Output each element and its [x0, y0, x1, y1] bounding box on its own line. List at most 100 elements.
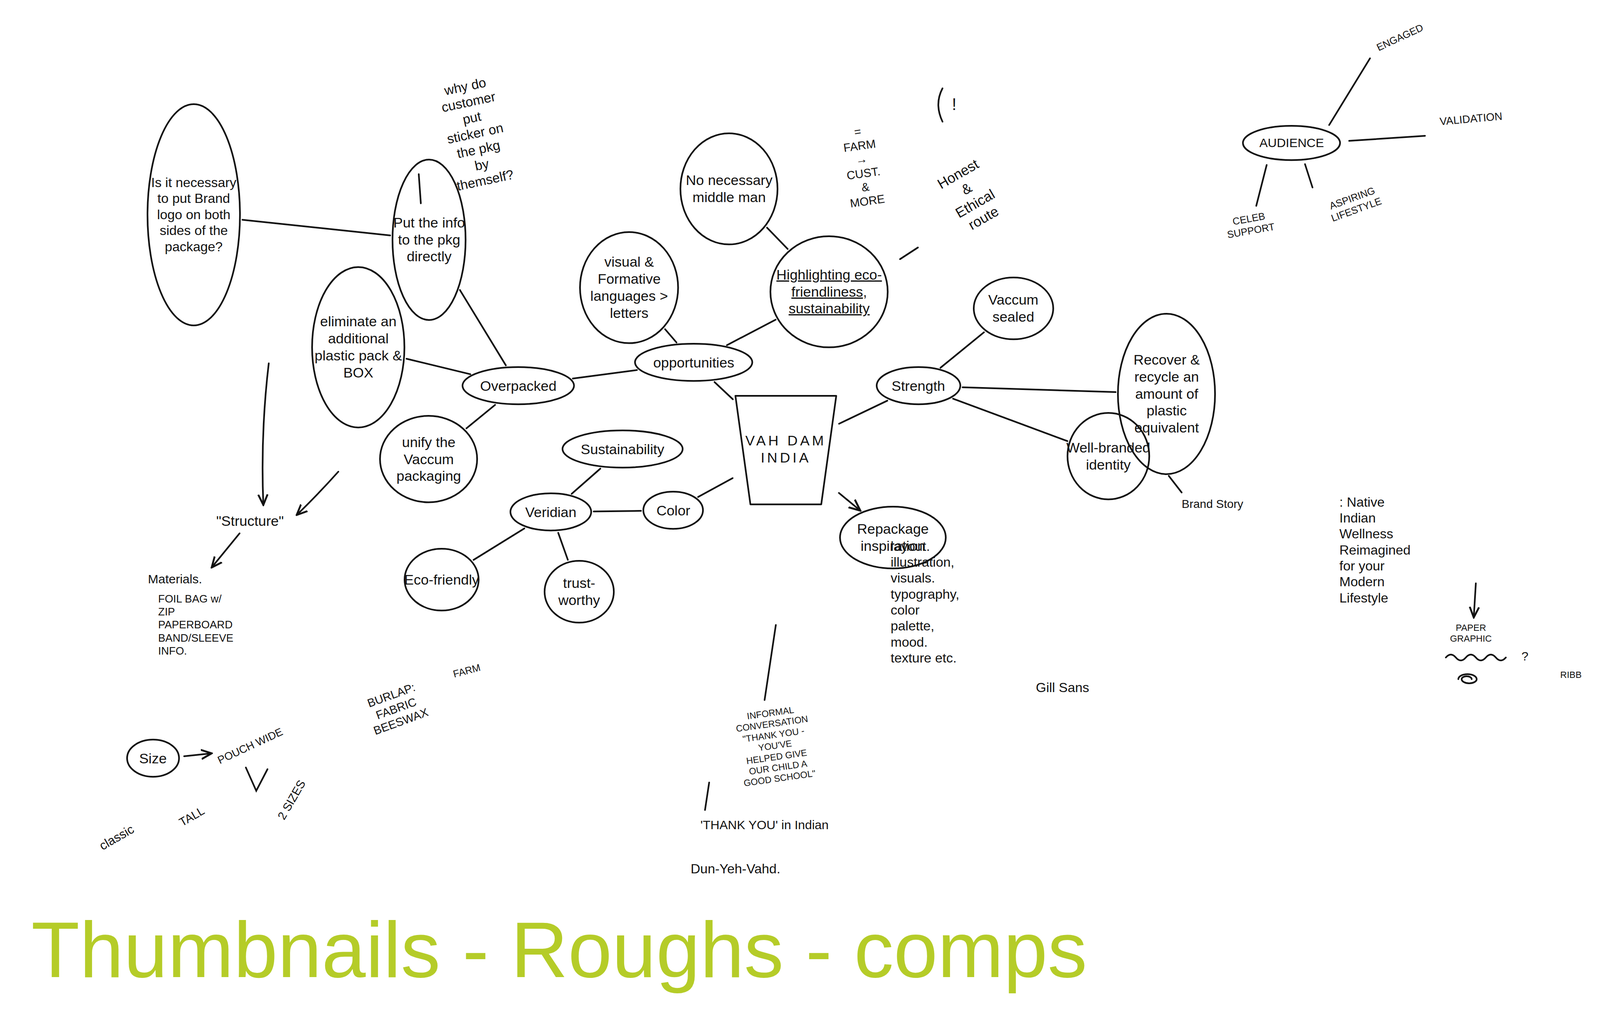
leader-line: [418, 174, 421, 204]
idea-ellipse: Is it necessary to put Brand logo on bot…: [146, 102, 242, 327]
idea-ellipse: Well-branded identity: [1066, 411, 1151, 501]
connector: [571, 468, 601, 495]
note-text: ENGAGED: [1375, 21, 1426, 54]
connector: [952, 398, 1068, 442]
connector: [242, 219, 391, 236]
ellipse-outline: [680, 133, 778, 245]
node-text: visual & Formative languages > letters: [578, 253, 680, 322]
node-text: Sustainability: [580, 440, 665, 458]
note-text: Gill Sans: [1035, 679, 1090, 696]
node-text: Veridian: [525, 503, 577, 521]
ellipse-outline: [1242, 125, 1340, 160]
leader-line: [1256, 165, 1267, 206]
node-text: VAH DAM INDIA: [744, 432, 828, 467]
note-text: CELEB SUPPORT: [1224, 208, 1276, 241]
ellipse-outline: [580, 232, 678, 344]
ellipse-outline: [562, 430, 683, 468]
note-text: Honest & Ethical route: [934, 155, 1008, 237]
note-text: TALL: [176, 803, 207, 830]
arrow-line: [211, 533, 240, 568]
note-text: POUCH WIDE: [215, 725, 285, 767]
note-text: 'THANK YOU' in Indian: [700, 817, 829, 833]
ellipse-outline: [1067, 412, 1150, 500]
leader-line: [1168, 475, 1182, 493]
note-text: Materials.: [147, 571, 203, 587]
bracket-arc: [938, 88, 943, 122]
node-text: Eco-friendly: [404, 571, 480, 589]
leader-line: [900, 247, 918, 260]
note-text: BURLAP: FABRIC BEESWAX: [361, 678, 430, 738]
connector: [593, 510, 642, 512]
node-text: opportunities: [653, 354, 735, 372]
connector: [558, 532, 568, 560]
idea-ellipse: Eco-friendly: [403, 547, 480, 612]
node-text: Is it necessary to put Brand logo on bot…: [146, 174, 242, 255]
connector: [838, 492, 860, 511]
idea-ellipse: trust-worthy: [543, 559, 615, 624]
connector: [839, 400, 888, 424]
ellipse-outline: [635, 343, 753, 381]
node-text: Color: [656, 502, 690, 520]
note-text: Dun-Yeh-Vahd.: [690, 860, 781, 877]
ellipse-outline: [404, 548, 479, 611]
note-text: ASPIRING LIFESTYLE: [1325, 183, 1383, 225]
leader-line: [1329, 58, 1370, 125]
connector: [727, 319, 776, 345]
connector: [940, 332, 984, 368]
note-text: "Structure": [216, 512, 284, 530]
note-text: Brand Story: [1181, 497, 1244, 512]
idea-ellipse: Put the info to the pkg directly: [391, 158, 467, 322]
note-text: VALIDATION: [1438, 109, 1503, 128]
node-text: Highlighting eco-friendliness, sustainab…: [769, 266, 889, 318]
idea-ellipse: visual & Formative languages > letters: [578, 230, 680, 345]
note-text: : Native Indian Wellness Reimagined for …: [1339, 494, 1411, 607]
node-text: Vaccum sealed: [972, 291, 1055, 326]
note-text: RIBB: [1560, 669, 1582, 681]
brand-cup: VAH DAM INDIA: [733, 392, 838, 506]
page-title: Thumbnails - Roughs - comps: [31, 902, 1088, 998]
connector: [572, 370, 638, 379]
idea-ellipse: No necessary middle man: [679, 132, 779, 246]
idea-ellipse: Size: [125, 738, 181, 778]
arrow-line: [262, 363, 269, 505]
ellipse-outline: [973, 277, 1054, 340]
ellipse-outline: [510, 493, 592, 531]
note-text: FOIL BAG w/ ZIP PAPERBOARD BAND/SLEEVE I…: [158, 592, 234, 658]
ellipse-outline: [312, 267, 405, 428]
squiggle-sample: [1445, 654, 1506, 661]
connector: [473, 528, 525, 560]
node-text: Recover & recycle an amount of plastic e…: [1116, 351, 1217, 437]
leader-line: [764, 625, 776, 700]
node-outline: [1066, 411, 1151, 501]
note-text: ?: [1521, 648, 1529, 664]
node-outline: [543, 559, 615, 624]
node-text: unify the Vaccum packaging: [378, 433, 479, 485]
node-text: Put the info to the pkg directly: [391, 214, 467, 265]
note-text: FARM: [451, 661, 482, 680]
idea-ellipse: Overpacked: [461, 365, 576, 406]
leader-line: [705, 782, 710, 810]
connector: [460, 290, 506, 366]
ellipse-outline: [876, 367, 961, 405]
note-text: !: [952, 94, 957, 115]
note-text: 2 SIZES: [275, 777, 309, 823]
idea-ellipse: Sustainability: [561, 429, 684, 469]
idea-ellipse: Highlighting eco-friendliness, sustainab…: [769, 235, 889, 349]
note-text: INFORMAL CONVERSATION "THANK YOU - YOU'V…: [733, 702, 817, 789]
node-text: No necessary middle man: [679, 171, 779, 206]
arrow-line: [296, 471, 339, 515]
connector: [962, 387, 1116, 393]
node-text: trust-worthy: [543, 574, 615, 609]
ellipse-outline: [462, 367, 575, 405]
connector: [466, 405, 495, 429]
node-text: Well-branded identity: [1066, 439, 1151, 474]
note-text: layout. illustration, visuals. typograph…: [890, 538, 960, 667]
note-text: = FARM → CUST. & MORE: [839, 122, 886, 211]
note-text: classic: [96, 821, 137, 854]
idea-ellipse: Strength: [875, 365, 962, 406]
node-text: Overpacked: [480, 377, 557, 395]
connector: [406, 358, 471, 375]
arrow-line: [1473, 583, 1476, 618]
ellipse-outline: [127, 739, 180, 777]
check-mark: [245, 767, 268, 791]
